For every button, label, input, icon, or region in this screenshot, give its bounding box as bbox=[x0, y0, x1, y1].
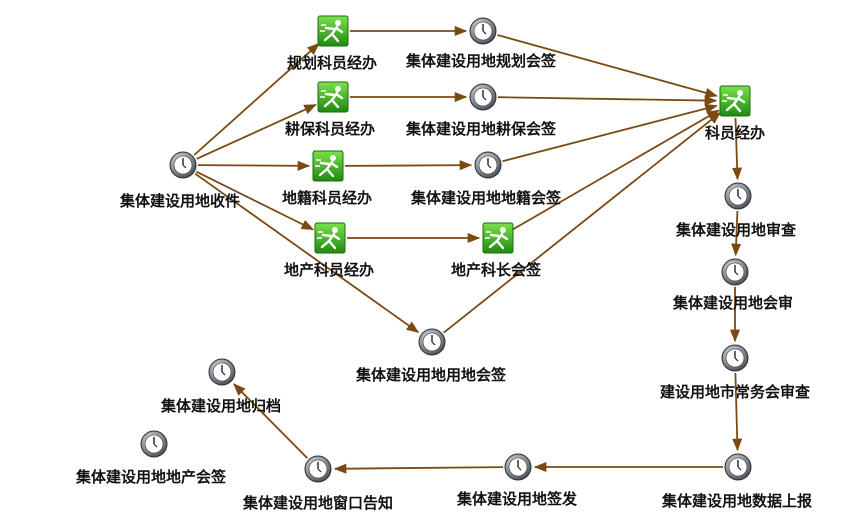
workflow-node[interactable]: 集体建设用地窗口告知 bbox=[242, 455, 393, 512]
edge-n5-n8 bbox=[196, 170, 315, 231]
running-man-icon bbox=[314, 222, 346, 254]
workflow-node[interactable]: 集体建设用地用地会签 bbox=[355, 328, 507, 384]
workflow-node[interactable]: 集体建设用地会审 bbox=[672, 258, 793, 312]
edge-n5-n3 bbox=[196, 103, 317, 160]
clock-icon bbox=[724, 182, 752, 210]
edge-n7-n11 bbox=[502, 103, 718, 163]
edge-n5-n10 bbox=[194, 172, 420, 333]
node-label: 集体建设用地窗口告知 bbox=[242, 494, 393, 512]
node-label: 集体建设用地地籍会签 bbox=[410, 189, 562, 207]
workflow-node[interactable]: 规划科员经办 bbox=[287, 15, 377, 72]
edge-n5-n1 bbox=[193, 42, 320, 156]
node-label: 集体建设用地签发 bbox=[456, 490, 578, 508]
workflow-node[interactable]: 集体建设用地审查 bbox=[675, 182, 797, 239]
workflow-node[interactable]: 集体建设用地数据上报 bbox=[661, 453, 812, 510]
node-label: 集体建设用地收件 bbox=[119, 192, 240, 210]
clock-icon bbox=[469, 17, 497, 45]
node-label: 科员经办 bbox=[705, 124, 765, 142]
node-label: 集体建设用地归档 bbox=[160, 397, 281, 415]
node-label: 地产科员经办 bbox=[284, 261, 374, 279]
workflow-node[interactable]: 集体建设用地规划会签 bbox=[405, 17, 557, 70]
node-label: 集体建设用地用地会签 bbox=[355, 366, 507, 384]
edge-n9-n11 bbox=[512, 109, 720, 231]
clock-icon bbox=[169, 151, 197, 179]
node-label: 集体建设用地数据上报 bbox=[661, 492, 812, 510]
edge-n2-n11 bbox=[497, 34, 718, 98]
clock-icon bbox=[721, 258, 749, 286]
edge-n4-n11 bbox=[497, 95, 718, 106]
workflow-node[interactable]: 地产科长会签 bbox=[451, 222, 542, 279]
workflow-node[interactable]: 地产科员经办 bbox=[284, 222, 374, 279]
clock-icon bbox=[504, 453, 532, 481]
running-man-icon bbox=[317, 15, 349, 47]
node-label: 集体建设用地地产会签 bbox=[75, 468, 227, 486]
running-man-icon bbox=[317, 81, 349, 113]
clock-icon bbox=[208, 358, 236, 386]
clock-icon bbox=[474, 151, 502, 179]
running-man-icon bbox=[719, 85, 751, 117]
node-label: 地产科长会签 bbox=[451, 261, 542, 279]
workflow-node[interactable]: 集体建设用地耕保会签 bbox=[405, 83, 557, 138]
clock-icon bbox=[418, 328, 446, 356]
workflow-node[interactable]: 集体建设用地收件 bbox=[119, 151, 240, 210]
node-label: 地籍科员经办 bbox=[282, 189, 372, 207]
clock-icon bbox=[721, 344, 749, 372]
workflow-node[interactable]: 集体建设用地地籍会签 bbox=[410, 151, 562, 207]
edge-n5-n6 bbox=[197, 160, 311, 171]
node-label: 集体建设用地审查 bbox=[675, 221, 797, 239]
node-label: 规划科员经办 bbox=[287, 54, 377, 72]
clock-icon bbox=[469, 83, 497, 111]
workflow-node[interactable]: 科员经办 bbox=[705, 85, 765, 142]
clock-icon bbox=[304, 455, 332, 483]
node-label: 集体建设用地耕保会签 bbox=[405, 120, 557, 138]
clock-icon bbox=[140, 430, 168, 458]
workflow-node[interactable]: 集体建设用地归档 bbox=[160, 358, 281, 415]
workflow-node[interactable]: 集体建设用地地产会签 bbox=[75, 430, 227, 486]
workflow-node[interactable]: 耕保科员经办 bbox=[285, 81, 375, 138]
edge-n12-n13 bbox=[731, 210, 742, 257]
edge-n16-n17 bbox=[333, 463, 504, 474]
edge-n10-n11 bbox=[443, 112, 722, 334]
node-label: 集体建设用地会审 bbox=[672, 294, 793, 312]
edges-layer bbox=[193, 25, 743, 474]
node-label: 集体建设用地规划会签 bbox=[405, 52, 557, 70]
node-label: 耕保科员经办 bbox=[285, 120, 375, 138]
workflow-node[interactable]: 集体建设用地签发 bbox=[456, 453, 578, 508]
edge-n17-n18 bbox=[233, 383, 309, 459]
workflow-node[interactable]: 建设用地市常务会审查 bbox=[660, 344, 811, 401]
edge-n14-n15 bbox=[732, 372, 743, 452]
workflow-node[interactable]: 地籍科员经办 bbox=[282, 150, 372, 207]
clock-icon bbox=[724, 453, 752, 481]
edge-n6-n7 bbox=[344, 160, 473, 171]
edge-n11-n12 bbox=[732, 117, 743, 181]
node-label: 建设用地市常务会审查 bbox=[660, 383, 811, 401]
running-man-icon bbox=[482, 222, 514, 254]
running-man-icon bbox=[312, 150, 344, 182]
